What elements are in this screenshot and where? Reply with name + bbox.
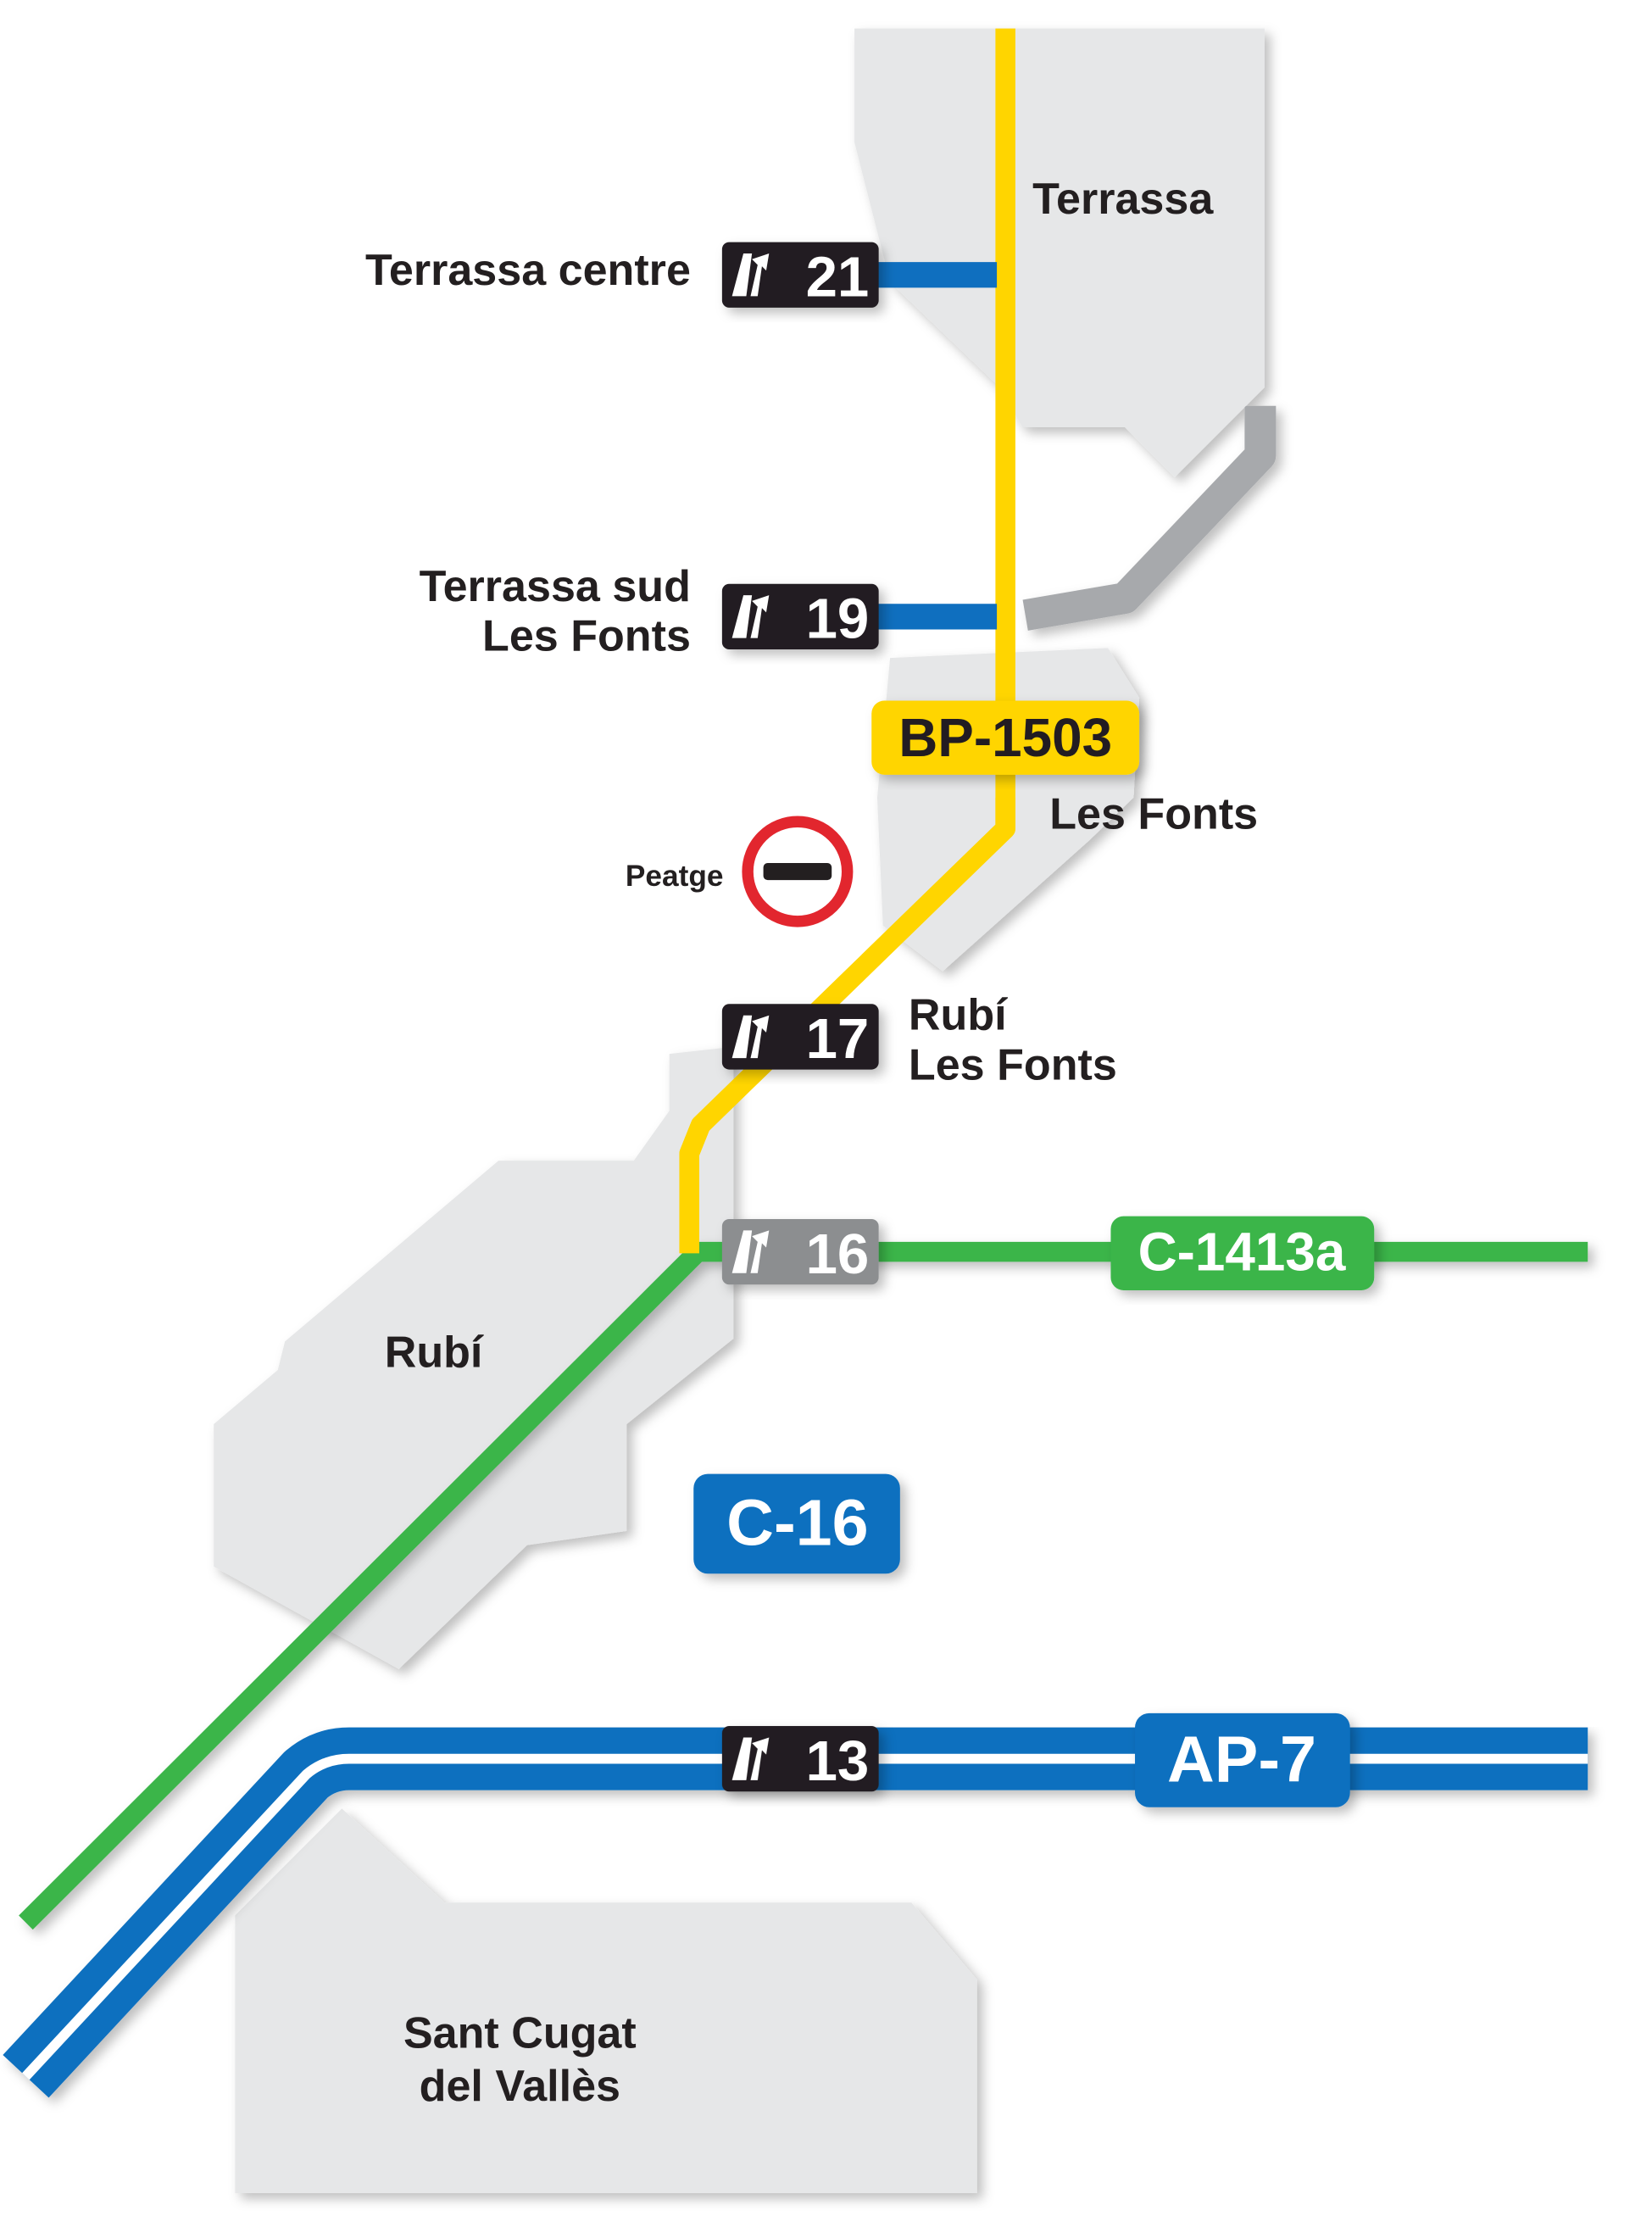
exit-21-label: Terrassa centre — [365, 246, 691, 295]
exit-17-label-line1: Rubí — [909, 991, 1008, 1040]
exit-17[interactable]: 17 — [721, 1004, 879, 1071]
place-rubi: Rubí — [385, 1328, 484, 1378]
urban-area-terrassa — [854, 28, 1277, 631]
shield-ap7: AP-7 — [1135, 1712, 1350, 1807]
exit-19[interactable]: 19 — [721, 583, 879, 651]
shield-label: BP-1503 — [898, 707, 1112, 768]
road-bp1503-crossing — [679, 797, 1015, 1254]
exit-number: 16 — [806, 1222, 870, 1286]
exit-13[interactable]: 13 — [721, 1725, 879, 1793]
exit-number: 17 — [806, 1007, 870, 1071]
place-sant-cugat-line1: Sant Cugat — [403, 2009, 637, 2058]
shield-bp1503: BP-1503 — [871, 700, 1140, 775]
exit-17-label-line2: Les Fonts — [909, 1040, 1117, 1089]
road-ap7-line — [3, 1727, 1588, 2098]
exit-number: 21 — [806, 245, 870, 309]
urban-area-rubi — [214, 1046, 734, 1669]
exit-19-label-line2: Les Fonts — [482, 612, 691, 661]
place-terrassa: Terrassa — [1032, 175, 1214, 224]
shield-label: AP-7 — [1167, 1723, 1316, 1796]
place-sant-cugat-line2: del Vallès — [420, 2062, 620, 2111]
toll-label: Peatge — [626, 860, 724, 893]
shield-label: C-16 — [726, 1487, 868, 1560]
exit-21[interactable]: 21 — [721, 242, 879, 309]
exit-number: 19 — [806, 587, 870, 651]
spur-exit-21 — [868, 262, 998, 630]
urban-area-sant-cugat — [235, 1808, 977, 2193]
exit-16[interactable]: 16 — [721, 1218, 879, 1286]
shield-c16: C-16 — [693, 1473, 900, 1574]
place-les-fonts: Les Fonts — [1049, 790, 1258, 839]
shield-label: C-1413a — [1138, 1221, 1346, 1282]
toll-plaza: Peatge — [626, 816, 854, 927]
exit-number: 13 — [806, 1729, 870, 1793]
shield-c1413a: C-1413a — [1110, 1216, 1375, 1290]
exit-19-label-line1: Terrassa sud — [420, 562, 691, 611]
